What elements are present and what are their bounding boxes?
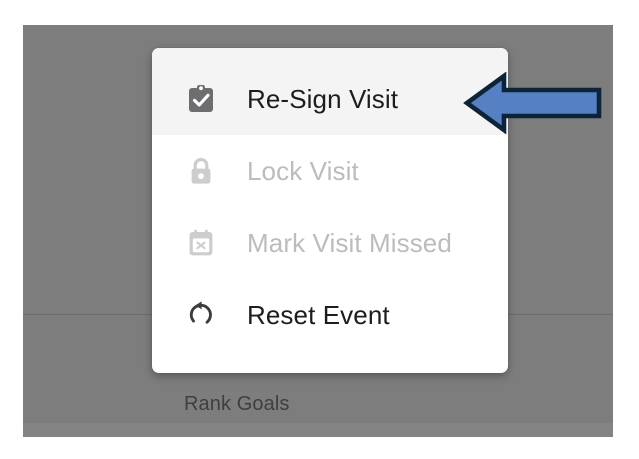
menu-item-label: Lock Visit bbox=[247, 155, 359, 186]
menu-item-label: Mark Visit Missed bbox=[247, 227, 452, 258]
reset-circular-arrow-icon bbox=[184, 298, 218, 332]
menu-item-label: Re-Sign Visit bbox=[247, 83, 399, 114]
lock-closed-icon bbox=[184, 154, 218, 188]
menu-item-lock-visit[interactable]: Lock Visit bbox=[152, 135, 508, 207]
background-bottom-band bbox=[23, 423, 613, 437]
annotation-arrow-left bbox=[462, 71, 604, 135]
menu-item-re-sign-visit[interactable]: Re-Sign Visit bbox=[152, 48, 508, 135]
clipboard-check-icon bbox=[184, 82, 218, 116]
menu-item-reset-event[interactable]: Reset Event bbox=[152, 279, 508, 351]
rank-goals-label: Rank Goals bbox=[184, 393, 290, 415]
calendar-x-icon bbox=[184, 226, 218, 260]
menu-item-label: Reset Event bbox=[247, 299, 390, 330]
context-menu: Re-Sign Visit Lock Visit bbox=[152, 48, 508, 373]
menu-item-mark-visit-missed[interactable]: Mark Visit Missed bbox=[152, 207, 508, 279]
